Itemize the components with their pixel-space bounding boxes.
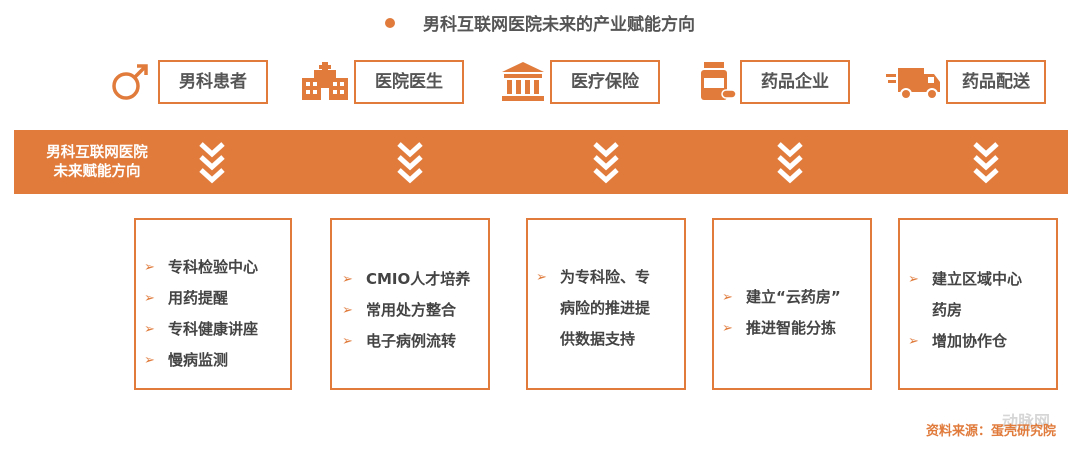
detail-box-insurance: ➢为专科险、专 病险的推进提 供数据支持 bbox=[526, 218, 686, 390]
list-item: ➢建立区域中心 bbox=[908, 264, 1056, 295]
arrow-right-icon: ➢ bbox=[536, 270, 547, 285]
category-label: 男科患者 bbox=[158, 60, 268, 104]
detail-box-patients: ➢专科检验中心 ➢用药提醒 ➢专科健康讲座 ➢慢病监测 bbox=[134, 218, 292, 390]
arrow-right-icon: ➢ bbox=[342, 334, 353, 349]
arrow-right-icon: ➢ bbox=[342, 303, 353, 318]
arrow-right-icon: ➢ bbox=[722, 290, 733, 305]
chevron-down-icon bbox=[199, 142, 225, 184]
list-item: ➢常用处方整合 bbox=[342, 295, 488, 326]
list-item: ➢CMIO人才培养 bbox=[342, 264, 488, 295]
male-symbol-icon bbox=[112, 64, 148, 100]
chevron-down-icon bbox=[593, 142, 619, 184]
category-label: 医疗保险 bbox=[550, 60, 660, 104]
enabling-direction-band: 男科互联网医院 未来赋能方向 bbox=[14, 130, 1068, 194]
page-title: 男科互联网医院未来的产业赋能方向 bbox=[0, 10, 1080, 35]
list-item-continued: 药房 bbox=[932, 301, 963, 319]
arrow-right-icon: ➢ bbox=[144, 260, 155, 275]
arrow-right-icon: ➢ bbox=[722, 321, 733, 336]
list-item: ➢专科健康讲座 bbox=[144, 314, 290, 345]
chevron-down-icon bbox=[397, 142, 423, 184]
list-item: ➢用药提醒 bbox=[144, 283, 290, 314]
title-bullet-icon bbox=[385, 18, 395, 28]
arrow-right-icon: ➢ bbox=[908, 334, 919, 349]
category-label: 药品配送 bbox=[946, 60, 1046, 104]
list-item: ➢为专科险、专 bbox=[536, 262, 684, 293]
arrow-right-icon: ➢ bbox=[908, 272, 919, 287]
arrow-right-icon: ➢ bbox=[144, 353, 155, 368]
list-item: ➢增加协作仓 bbox=[908, 326, 1056, 357]
delivery-truck-icon bbox=[886, 68, 940, 100]
category-label: 药品企业 bbox=[740, 60, 850, 104]
arrow-right-icon: ➢ bbox=[144, 322, 155, 337]
category-label: 医院医生 bbox=[354, 60, 464, 104]
detail-box-doctors: ➢CMIO人才培养 ➢常用处方整合 ➢电子病例流转 bbox=[330, 218, 490, 390]
chevron-down-icon bbox=[777, 142, 803, 184]
arrow-right-icon: ➢ bbox=[144, 291, 155, 306]
list-item: ➢专科检验中心 bbox=[144, 252, 290, 283]
detail-box-delivery: ➢建立区域中心 药房 ➢增加协作仓 bbox=[898, 218, 1058, 390]
list-item-continued: 病险的推进提 bbox=[560, 299, 651, 317]
list-item: ➢推进智能分拣 bbox=[722, 313, 870, 344]
band-label: 男科互联网医院 未来赋能方向 bbox=[46, 145, 148, 180]
bank-building-icon bbox=[502, 62, 544, 101]
chevron-down-icon bbox=[973, 142, 999, 184]
list-item: ➢电子病例流转 bbox=[342, 326, 488, 357]
list-item: ➢慢病监测 bbox=[144, 345, 290, 376]
detail-box-pharma: ➢建立“云药房” ➢推进智能分拣 bbox=[712, 218, 872, 390]
watermark: 动脉网 bbox=[1001, 412, 1050, 431]
list-item: ➢建立“云药房” bbox=[722, 282, 870, 313]
list-item-continued: 供数据支持 bbox=[560, 330, 636, 348]
source-note: 资料来源：蛋壳研究院 bbox=[925, 424, 1056, 439]
arrow-right-icon: ➢ bbox=[342, 272, 353, 287]
medicine-bottle-icon bbox=[701, 62, 737, 100]
hospital-icon bbox=[302, 62, 348, 100]
